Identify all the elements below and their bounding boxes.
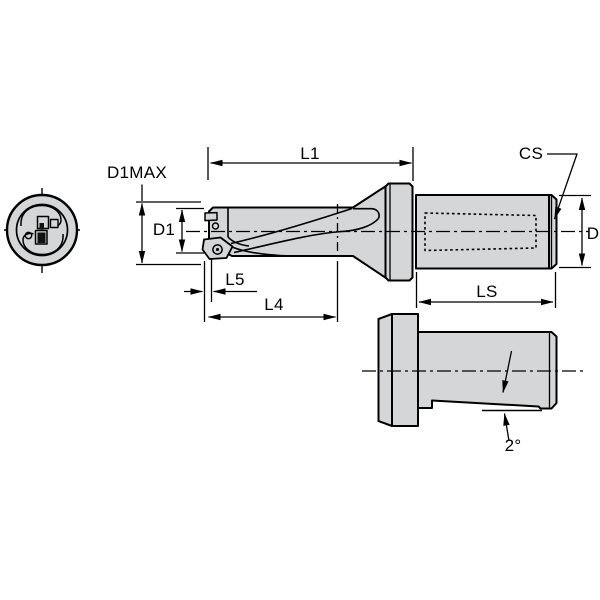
shank-bottom-view (417, 331, 558, 410)
flute-helix-bottom (231, 246, 296, 257)
tip-screw-center (215, 247, 220, 252)
flute-curve-tip (227, 236, 250, 247)
shank-flat-view (377, 313, 558, 427)
label-l4: L4 (264, 295, 284, 314)
flange-bottom-view (391, 313, 419, 427)
label-d1: D1 (153, 220, 175, 239)
end-view (4, 188, 80, 273)
tip-screw-upper-icon (211, 222, 220, 230)
flute-runout-leaf (353, 207, 380, 219)
flute-helix-upper (230, 207, 353, 245)
end-view-screw-icon (24, 231, 33, 240)
internal-taper-hidden-line (424, 212, 537, 252)
drawing-root (4, 147, 591, 442)
end-view-insert-pocket (49, 218, 59, 229)
flange-chamfer-bottom-view (377, 313, 393, 427)
end-view-insert-edge-dark-1 (39, 223, 44, 230)
end-view-inner-circle (15, 203, 69, 257)
angle-arrow-lower (503, 413, 510, 442)
label-l1: L1 (300, 144, 320, 163)
centerlines (186, 204, 589, 372)
label-d1max: D1MAX (107, 163, 167, 182)
label-d: D (587, 224, 600, 243)
end-view-insert-edge-dark-2 (37, 232, 46, 243)
label-l5: L5 (225, 270, 245, 289)
tip-insert-upper (204, 211, 218, 222)
label-ls: LS (476, 282, 497, 301)
label-cs: CS (519, 144, 543, 163)
end-view-flute-lower (22, 232, 64, 256)
leader-line-cs (547, 153, 578, 220)
angle-arrow-upper (502, 350, 513, 393)
dimension-labels: D1MAX D1 L1 CS L5 L4 LS D 2° (107, 144, 599, 455)
label-angle: 2° (505, 436, 522, 455)
tip-screw-lower-icon (212, 244, 223, 255)
dimensions (136, 147, 591, 442)
